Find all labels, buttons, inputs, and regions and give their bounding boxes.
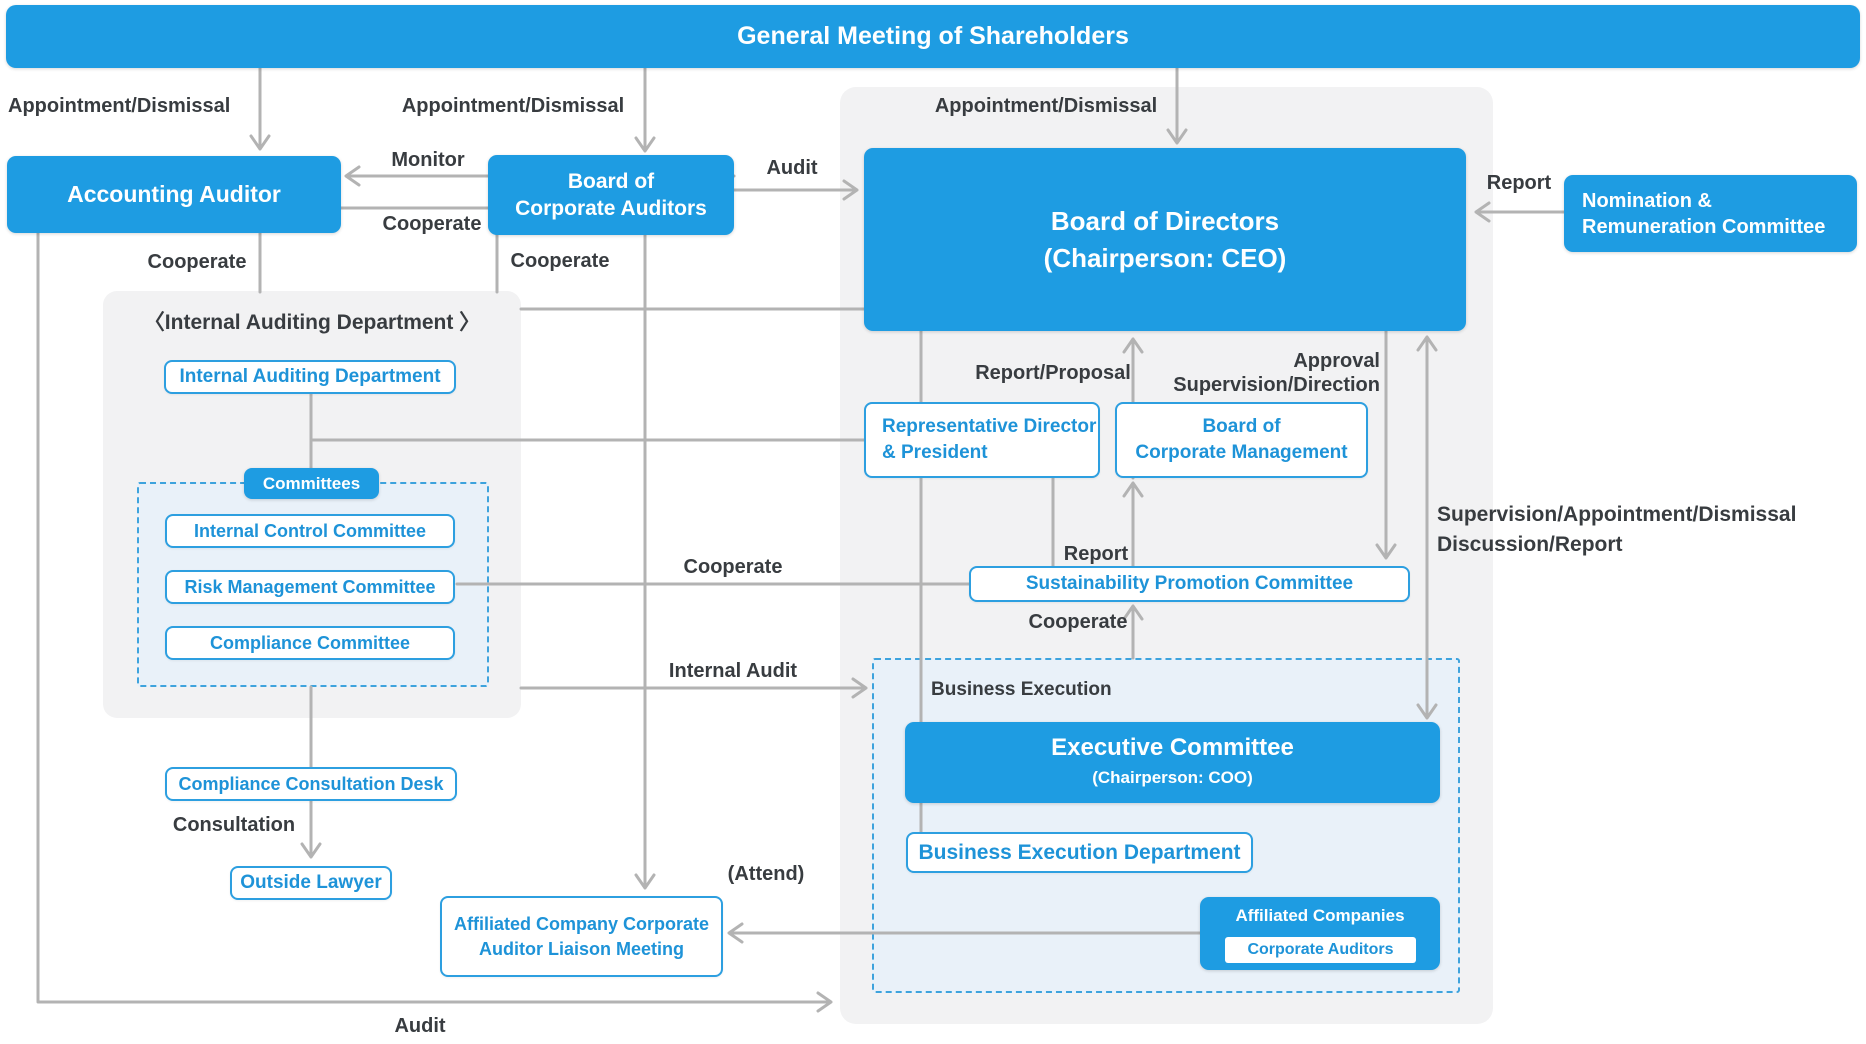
label-audit-bottom: Audit [394, 1015, 446, 1037]
liaison-meeting-box: Affiliated Company Corporate Auditor Lia… [440, 896, 723, 977]
board-of-directors-box: Board of Directors (Chairperson: CEO) [864, 148, 1466, 331]
executive-committee-box: Executive Committee (Chairperson: COO) [905, 722, 1440, 803]
liaison-line2: Auditor Liaison Meeting [479, 938, 684, 959]
outside-lawyer-label: Outside Lawyer [240, 872, 382, 893]
label-discussion-report: Discussion/Report [1437, 533, 1623, 556]
bod-line2: (Chairperson: CEO) [1043, 242, 1287, 273]
nrc-line1: Nomination & [1582, 189, 1712, 212]
label-internal-audit: Internal Audit [668, 660, 798, 682]
affiliated-companies-label: Affiliated Companies [1235, 906, 1405, 925]
risk-management-committee-box: Risk Management Committee [165, 570, 455, 604]
board-corporate-auditors-box: Board of Corporate Auditors [488, 155, 734, 235]
label-supervision-appointment-dismissal: Supervision/Appointment/Dismissal [1437, 503, 1797, 526]
repdir-line1: Representative Director [882, 416, 1097, 437]
board-corporate-management-box: Board of Corporate Management [1115, 402, 1368, 478]
label-approval: Approval [1293, 350, 1380, 372]
ccd-label: Compliance Consultation Desk [178, 773, 444, 794]
banner-label: General Meeting of Shareholders [737, 22, 1129, 50]
label-attend: (Attend) [727, 863, 805, 885]
label-supervision-direction: Supervision/Direction [1173, 374, 1380, 396]
business-execution-department-box: Business Execution Department [906, 832, 1253, 873]
affiliated-ca-label: Corporate Auditors [1247, 941, 1394, 958]
iad-label: Internal Auditing Department [179, 366, 441, 387]
compliance-consultation-desk-box: Compliance Consultation Desk [165, 767, 457, 801]
representative-director-box: Representative Director & President [864, 402, 1100, 478]
label-cooperate-auditors: Cooperate [510, 250, 610, 272]
label-cooperate-accounting: Cooperate [147, 251, 247, 273]
repdir-line2: & President [882, 442, 988, 463]
accounting-auditor-label: Accounting Auditor [67, 181, 281, 207]
liaison-line1: Affiliated Company Corporate [453, 913, 710, 934]
internal-auditing-department-box: Internal Auditing Department [164, 360, 456, 394]
label-report-proposal: Report/Proposal [975, 362, 1131, 384]
label-appointment-dismissal-right: Appointment/Dismissal [934, 95, 1158, 117]
nrc-line2: Remuneration Committee [1582, 215, 1826, 238]
cc-label: Compliance Committee [209, 632, 411, 653]
affiliated-corporate-auditors-box: Corporate Auditors [1225, 937, 1416, 963]
boca-line1: Board of [567, 170, 655, 193]
committees-label: Committees [262, 473, 361, 493]
bocm-line2: Corporate Management [1135, 442, 1348, 463]
accounting-auditor-box: Accounting Auditor [7, 156, 341, 233]
compliance-committee-box: Compliance Committee [165, 626, 455, 660]
label-cooperate-risk: Cooperate [683, 556, 783, 578]
label-report-nomination: Report [1486, 172, 1552, 194]
nomination-remuneration-box: Nomination & Remuneration Committee [1564, 175, 1857, 252]
label-report-sustainability: Report [1063, 543, 1129, 565]
label-monitor: Monitor [391, 149, 465, 171]
bod-line1: Board of Directors [1050, 205, 1280, 236]
label-business-execution: Business Execution [931, 679, 1112, 700]
rmc-label: Risk Management Committee [184, 576, 436, 597]
committees-pill: Committees [244, 468, 379, 499]
ec-line2: (Chairperson: COO) [1092, 767, 1253, 787]
bed-label: Business Execution Department [918, 840, 1241, 864]
general-meeting-banner: General Meeting of Shareholders [6, 5, 1860, 68]
label-appointment-dismissal-left: Appointment/Dismissal [8, 95, 231, 117]
label-appointment-dismissal-mid: Appointment/Dismissal [401, 95, 625, 117]
label-cooperate-monitor: Cooperate [382, 213, 482, 235]
label-consultation: Consultation [172, 814, 296, 836]
boca-line2: Corporate Auditors [515, 197, 707, 220]
icc-label: Internal Control Committee [193, 520, 426, 541]
label-audit-board: Audit [766, 157, 818, 179]
spc-label: Sustainability Promotion Committee [1025, 573, 1354, 594]
ec-line1: Executive Committee [1051, 733, 1294, 761]
internal-auditing-heading: 〈Internal Auditing Department 〉 [143, 311, 481, 334]
internal-control-committee-box: Internal Control Committee [165, 514, 455, 548]
label-cooperate-sustainability: Cooperate [1028, 611, 1128, 633]
sustainability-promotion-committee-box: Sustainability Promotion Committee [969, 566, 1410, 602]
bocm-line1: Board of [1202, 416, 1281, 437]
outside-lawyer-box: Outside Lawyer [230, 866, 392, 900]
